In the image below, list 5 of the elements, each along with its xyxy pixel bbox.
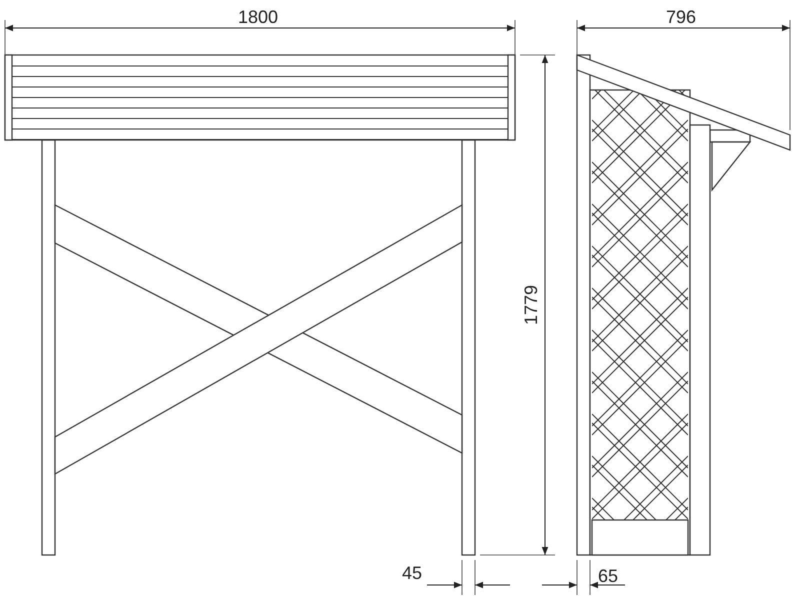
dimension-label: 796 [666,8,696,26]
dimension-label: 65 [598,567,618,585]
dimension-label: 1800 [238,8,278,26]
dimension-label: 1779 [522,284,540,325]
dimension-label: 45 [402,564,422,582]
